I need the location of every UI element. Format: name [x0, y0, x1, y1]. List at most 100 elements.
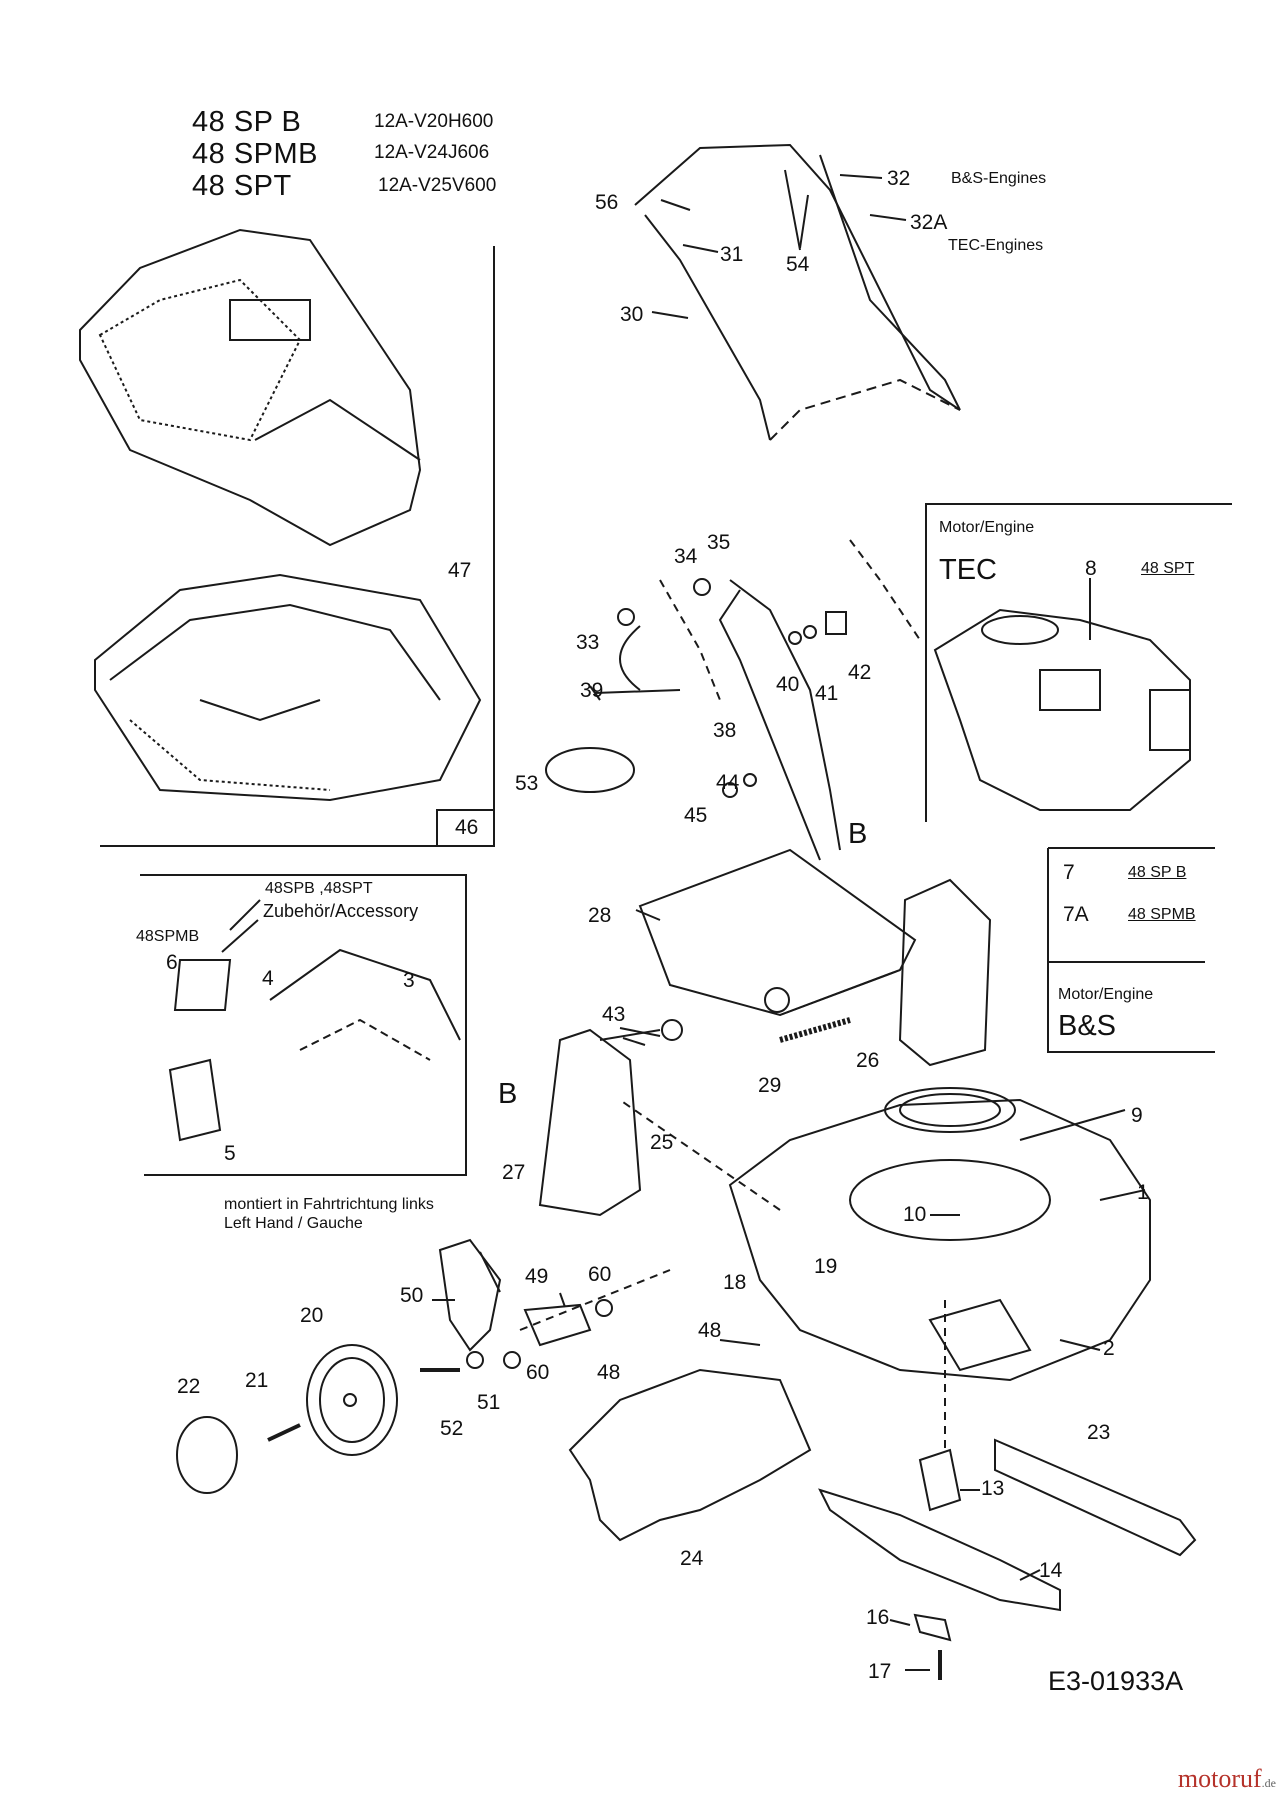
catcher-frame — [100, 246, 495, 847]
accessory-drawing — [168, 899, 461, 1142]
callout-25: 25 — [650, 1131, 674, 1154]
leader-lines-lower — [432, 909, 1146, 1671]
callout-6: 6 — [166, 951, 178, 974]
callout-47: 47 — [448, 559, 472, 582]
bs-engine-name: B&S — [1058, 1010, 1117, 1042]
callout-10: 10 — [903, 1203, 927, 1226]
model-code-1: 12A-V20H600 — [374, 111, 494, 132]
axle-bolt — [267, 1423, 301, 1442]
callout-22: 22 — [177, 1375, 201, 1398]
callout-33: 33 — [576, 631, 600, 654]
callout-28: 28 — [588, 904, 612, 927]
callout-43: 43 — [602, 1003, 626, 1026]
upper-handle — [634, 143, 961, 441]
rear-bracket-right — [898, 878, 992, 1067]
callout-51: 51 — [477, 1391, 501, 1414]
model-code-2: 12A-V24J606 — [374, 142, 490, 163]
accessory-spmb: 48SPMB — [136, 928, 200, 945]
height-adjuster — [438, 1238, 502, 1352]
callout-16: 16 — [866, 1606, 890, 1629]
blade — [818, 1488, 1061, 1612]
callout-29: 29 — [758, 1074, 782, 1097]
callout-20: 20 — [300, 1304, 324, 1327]
callout-48b: 48 — [597, 1361, 621, 1384]
callout-31: 31 — [720, 243, 744, 266]
section-marker-b-bracket: B — [498, 1078, 518, 1110]
leader-lines-upper — [594, 174, 907, 694]
callout-19: 19 — [814, 1255, 838, 1278]
drawing-number: E3-01933A — [1048, 1666, 1184, 1696]
grass-catcher-cover — [79, 228, 422, 547]
callout-60a: 60 — [588, 1263, 612, 1286]
callout-3: 3 — [403, 969, 415, 992]
logo-tld: .de — [1261, 1776, 1276, 1790]
model-code-3: 12A-V25V600 — [378, 175, 497, 196]
callout-42: 42 — [848, 661, 872, 684]
model-name-1: 48 SP B — [192, 106, 302, 138]
callout-53: 53 — [515, 772, 539, 795]
callout-40: 40 — [776, 673, 800, 696]
bs-model-7a: 48 SPMB — [1128, 906, 1196, 923]
bs-engine-header: Motor/Engine — [1058, 986, 1154, 1003]
callout-23: 23 — [1087, 1421, 1111, 1444]
side-discharge-plate — [568, 1368, 812, 1542]
callout-21: 21 — [245, 1369, 269, 1392]
callout-2: 2 — [1103, 1337, 1115, 1360]
tec-engines-label: TEC-Engines — [948, 237, 1044, 254]
cable-clip — [545, 747, 635, 793]
model-name-3: 48 SPT — [192, 170, 292, 202]
label-box-46 — [436, 809, 495, 847]
height-plate-49 — [523, 1303, 592, 1347]
tec-engine-header: Motor/Engine — [939, 519, 1035, 536]
callout-14: 14 — [1039, 1559, 1063, 1582]
wheel — [306, 1344, 398, 1456]
callout-56: 56 — [595, 191, 619, 214]
lower-handle — [589, 539, 921, 861]
callout-50: 50 — [400, 1284, 424, 1307]
bs-model-7: 48 SP B — [1128, 864, 1187, 881]
callout-5: 5 — [224, 1142, 236, 1165]
bs-engine-frame — [1047, 848, 1215, 1053]
callout-30: 30 — [620, 303, 644, 326]
callout-4: 4 — [262, 967, 274, 990]
callout-32a: 32A — [910, 211, 948, 234]
callout-27: 27 — [502, 1161, 526, 1184]
accessory-models: 48SPB ,48SPT — [265, 880, 373, 897]
pulley — [918, 1448, 962, 1512]
callout-7a: 7A — [1063, 903, 1089, 926]
accessory-frame — [140, 874, 467, 1176]
callout-34: 34 — [674, 545, 698, 568]
callout-1: 1 — [1137, 1181, 1149, 1204]
callout-41: 41 — [815, 682, 839, 705]
tec-engine-model: 48 SPT — [1141, 560, 1195, 577]
callout-13: 13 — [981, 1477, 1005, 1500]
tec-engine-drawing — [933, 608, 1191, 811]
callout-18: 18 — [723, 1271, 747, 1294]
rear-bracket-left — [538, 1028, 642, 1217]
callout-52: 52 — [440, 1417, 464, 1440]
callout-24: 24 — [680, 1547, 704, 1570]
torsion-spring — [779, 1017, 851, 1043]
accessory-label: Zubehör/Accessory — [263, 901, 419, 921]
mower-deck — [728, 1087, 1151, 1382]
callout-60b: 60 — [526, 1361, 550, 1384]
callout-54: 54 — [786, 253, 810, 276]
callout-45: 45 — [684, 804, 708, 827]
callout-49: 49 — [525, 1265, 549, 1288]
callout-48a: 48 — [698, 1319, 722, 1342]
hub-cap — [176, 1416, 238, 1494]
v-belt — [994, 1438, 1197, 1557]
callout-8: 8 — [1085, 557, 1097, 580]
bs-engines-label: B&S-Engines — [951, 170, 1047, 187]
mount-note-line1: montiert in Fahrtrichtung links — [224, 1196, 434, 1213]
callout-32: 32 — [887, 167, 911, 190]
blade-adapter — [913, 1613, 952, 1642]
callout-9: 9 — [1131, 1104, 1143, 1127]
callout-7: 7 — [1063, 861, 1075, 884]
callout-44: 44 — [716, 771, 740, 794]
grass-catcher-basket — [94, 573, 482, 802]
logo-main: motoruf — [1177, 1764, 1262, 1793]
model-name-2: 48 SPMB — [192, 138, 318, 170]
mount-note-line2: Left Hand / Gauche — [224, 1215, 363, 1232]
